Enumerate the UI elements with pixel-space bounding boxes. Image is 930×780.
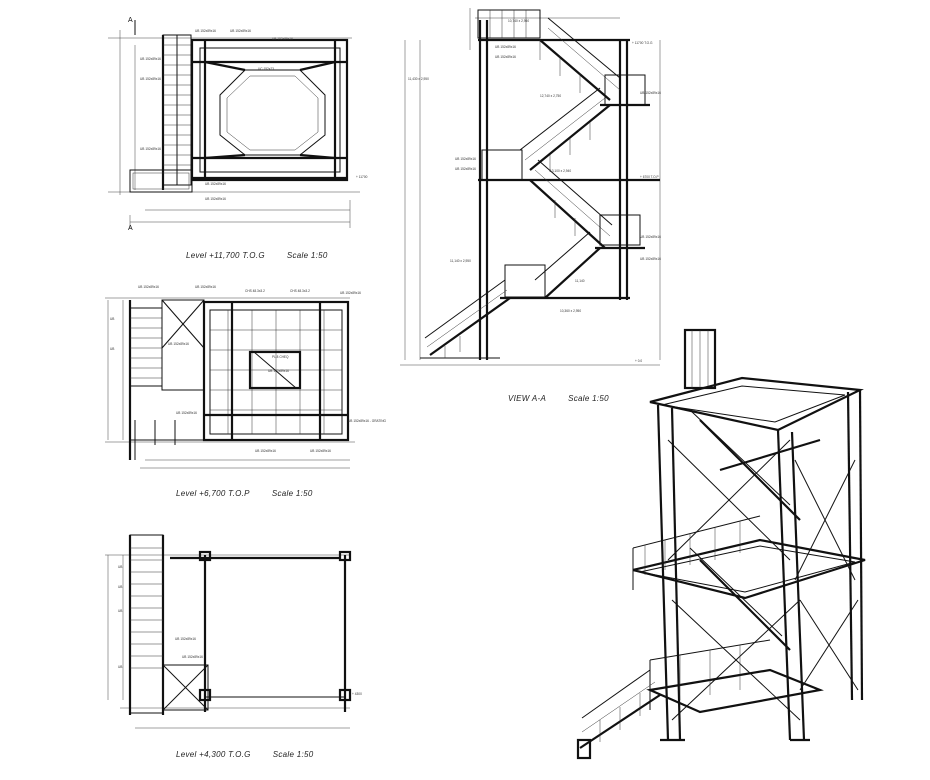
svg-text:UB 152x89x16: UB 152x89x16 bbox=[176, 411, 197, 415]
svg-text:CHS 48.3x3.2: CHS 48.3x3.2 bbox=[245, 289, 265, 293]
svg-text:PL 8 CHEQ: PL 8 CHEQ bbox=[272, 355, 289, 359]
caption-level-11700-text: Level +11,700 T.O.G bbox=[186, 251, 265, 260]
svg-text:UB 152x89x16: UB 152x89x16 bbox=[195, 285, 216, 289]
svg-text:UB 152x89x16: UB 152x89x16 bbox=[230, 29, 251, 33]
caption-level-11700: Level +11,700 T.O.G Scale 1:50 bbox=[186, 251, 328, 260]
svg-text:10,360 x 2,950: 10,360 x 2,950 bbox=[560, 309, 581, 313]
svg-text:UB 152x89x16: UB 152x89x16 bbox=[640, 257, 661, 261]
svg-text:UB 152x89x16: UB 152x89x16 bbox=[140, 147, 161, 151]
plan-level-4300: UB UB UB UB UB 152x89x16 UB 152x89x16 + 430… bbox=[105, 534, 362, 729]
svg-text:12,740 x 2,750: 12,740 x 2,750 bbox=[540, 94, 561, 98]
caption-level-6700-text: Level +6,700 T.O.P bbox=[176, 489, 250, 498]
svg-text:+ 4300: + 4300 bbox=[352, 692, 362, 696]
svg-text:UB 152x89x16: UB 152x89x16 bbox=[495, 45, 516, 49]
svg-text:10,740 x 2,950: 10,740 x 2,950 bbox=[508, 19, 529, 23]
svg-text:UB 152x89x16: UB 152x89x16 bbox=[272, 37, 293, 41]
svg-text:UB 152x89x16: UB 152x89x16 bbox=[140, 57, 161, 61]
caption-view-a-a: VIEW A-A Scale 1:50 bbox=[508, 394, 609, 403]
svg-text:UB 152x89x16 - GRATING: UB 152x89x16 - GRATING bbox=[348, 419, 387, 423]
svg-text:UB 152x89x16: UB 152x89x16 bbox=[205, 182, 226, 186]
svg-text:UB 152x89x16: UB 152x89x16 bbox=[168, 342, 189, 346]
svg-text:UB 152x89x16: UB 152x89x16 bbox=[455, 167, 476, 171]
caption-level-4300-text: Level +4,300 T.O.G bbox=[176, 750, 251, 759]
svg-text:UB 152x89x16: UB 152x89x16 bbox=[138, 285, 159, 289]
caption-level-6700-scale: Scale 1:50 bbox=[271, 489, 313, 498]
caption-level-6700: Level +6,700 T.O.P Scale 1:50 bbox=[176, 489, 313, 498]
caption-view-a-a-text: VIEW A-A bbox=[508, 394, 547, 403]
isometric-stair-tower bbox=[576, 328, 866, 760]
svg-text:UB: UB bbox=[118, 585, 122, 589]
section-marker-a-top: A bbox=[128, 17, 133, 24]
svg-text:+ 11700 T.O.G: + 11700 T.O.G bbox=[632, 41, 653, 45]
svg-text:UB 152x89x16: UB 152x89x16 bbox=[205, 197, 226, 201]
svg-text:13,100 x 2,940: 13,100 x 2,940 bbox=[550, 169, 571, 173]
caption-level-4300-scale: Scale 1:50 bbox=[272, 750, 314, 759]
svg-text:UB 152x89x16: UB 152x89x16 bbox=[640, 91, 661, 95]
plan-level-6700: UB 152x89x16 UB 152x89x16 CHS 48.3x3.2 CHS… bbox=[105, 285, 387, 469]
svg-text:UB 152x89x16: UB 152x89x16 bbox=[640, 235, 661, 239]
caption-level-11700-scale: Scale 1:50 bbox=[286, 251, 328, 260]
svg-text:UB 152x89x16: UB 152x89x16 bbox=[310, 449, 331, 453]
svg-text:UB 152x89x16: UB 152x89x16 bbox=[255, 449, 276, 453]
section-marker-a-bottom: A bbox=[128, 225, 133, 232]
svg-text:UB: UB bbox=[110, 347, 114, 351]
svg-text:UC 152x23: UC 152x23 bbox=[258, 67, 274, 71]
svg-text:UB: UB bbox=[110, 317, 114, 321]
svg-text:UB 152x89x16: UB 152x89x16 bbox=[175, 637, 196, 641]
view-a-a-elevation: 10,740 x 2,950 12,740 x 2,750 13,100 x 2,… bbox=[400, 8, 661, 366]
svg-text:UB 152x89x16: UB 152x89x16 bbox=[195, 29, 216, 33]
svg-text:+ 0.0: + 0.0 bbox=[635, 359, 642, 363]
svg-text:UB: UB bbox=[118, 609, 122, 613]
svg-text:UB 152x89x16: UB 152x89x16 bbox=[455, 157, 476, 161]
svg-text:UB: UB bbox=[118, 565, 122, 569]
caption-level-4300: Level +4,300 T.O.G Scale 1:50 bbox=[176, 750, 314, 759]
svg-text:11,140 x 2,950: 11,140 x 2,950 bbox=[450, 259, 471, 263]
caption-view-a-a-scale: Scale 1:50 bbox=[568, 394, 609, 403]
svg-text:UB 152x89x16: UB 152x89x16 bbox=[140, 77, 161, 81]
svg-text:UB 152x89x16: UB 152x89x16 bbox=[495, 55, 516, 59]
plan-level-11700: A A UB 152x bbox=[108, 17, 368, 232]
svg-text:CHS 48.3x3.2: CHS 48.3x3.2 bbox=[290, 289, 310, 293]
svg-text:UB 152x89x16: UB 152x89x16 bbox=[182, 655, 203, 659]
svg-text:11,430 x 2,950: 11,430 x 2,950 bbox=[408, 77, 429, 81]
svg-text:UB 152x89x16: UB 152x89x16 bbox=[340, 291, 361, 295]
svg-text:11,140: 11,140 bbox=[575, 279, 585, 283]
svg-text:+ 11700: + 11700 bbox=[356, 175, 368, 179]
svg-text:+ 6700 T.O.P: + 6700 T.O.P bbox=[640, 175, 659, 179]
svg-text:UB 152x89x16: UB 152x89x16 bbox=[268, 369, 289, 373]
svg-text:UB: UB bbox=[118, 665, 122, 669]
